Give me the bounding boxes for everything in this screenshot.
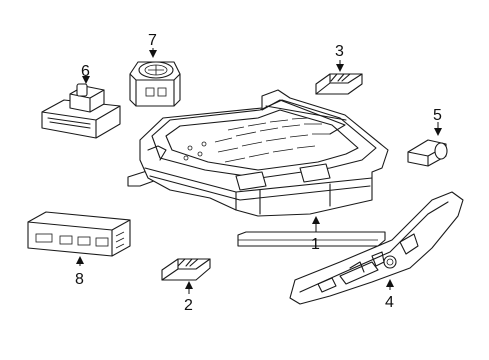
module-part-7 <box>129 61 181 107</box>
callout-7: 7 <box>148 32 157 49</box>
callout-4: 4 <box>385 294 394 311</box>
module-part-8 <box>27 211 131 257</box>
side-trim-part-4 <box>289 191 464 305</box>
clip-part-3 <box>315 73 363 95</box>
callout-3: 3 <box>335 43 344 60</box>
callout-8: 8 <box>75 271 84 288</box>
clip-part-2 <box>161 258 211 281</box>
callout-1: 1 <box>311 236 320 253</box>
callout-2: 2 <box>184 297 193 314</box>
leader-lines <box>76 48 442 294</box>
callout-5: 5 <box>433 107 442 124</box>
knob-part-5 <box>407 139 448 167</box>
callout-6: 6 <box>81 63 90 80</box>
switch-part-6 <box>41 83 121 139</box>
seat-frame-part <box>127 89 389 247</box>
